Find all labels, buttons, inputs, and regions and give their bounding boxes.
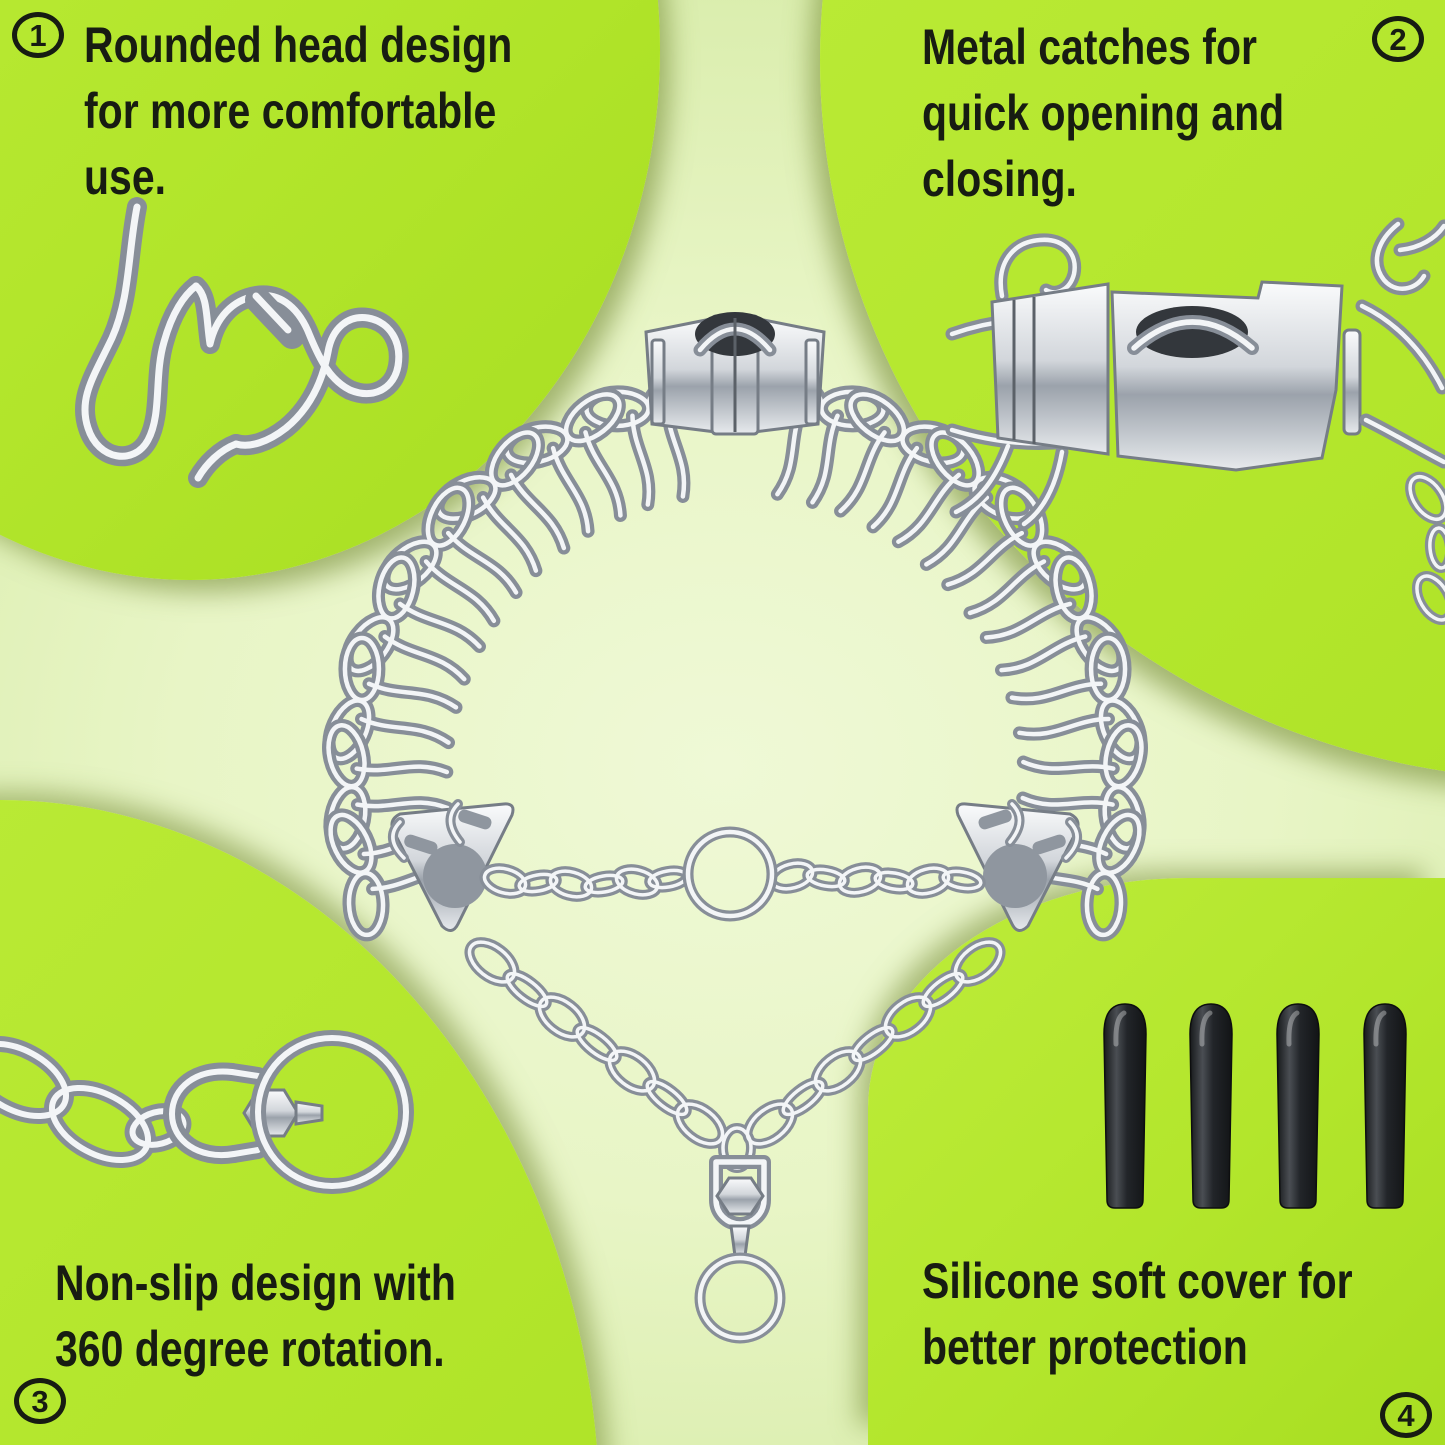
- callout-line: use.: [84, 149, 167, 205]
- callout-line: Silicone soft cover for: [922, 1253, 1353, 1309]
- callout-line: Rounded head design: [84, 17, 513, 73]
- prong-collar: [319, 312, 1150, 1344]
- callout-line: Non-slip design with: [55, 1255, 456, 1311]
- callout-non-slip: Non-slip design with 360 degree rotation…: [55, 1250, 456, 1382]
- callout-line: quick opening and: [922, 85, 1285, 141]
- circled-number-1: 1: [12, 12, 64, 58]
- number-label: 2: [1389, 21, 1407, 57]
- silicone-cap: [1364, 1004, 1406, 1208]
- silicone-cap: [1190, 1004, 1232, 1208]
- martingale-v-chain: [464, 937, 1006, 1173]
- prong-link-closeup: [85, 197, 399, 488]
- callout-metal-catches: Metal catches for quick opening and clos…: [922, 14, 1284, 212]
- callout-line: closing.: [922, 151, 1077, 207]
- circled-number-3: 3: [14, 1378, 66, 1424]
- martingale-plate-right: [957, 804, 1078, 931]
- callout-line: 360 degree rotation.: [55, 1321, 445, 1377]
- quick-release-buckle: [644, 312, 826, 436]
- metal-buckle-closeup: [945, 217, 1445, 626]
- number-label: 3: [31, 1383, 49, 1419]
- callout-line: Metal catches for: [922, 19, 1257, 75]
- silicone-cap: [1104, 1004, 1146, 1208]
- callout-rounded-head: Rounded head design for more comfortable…: [84, 12, 512, 210]
- callout-line: better protection: [922, 1319, 1248, 1375]
- callout-silicone-cover: Silicone soft cover for better protectio…: [922, 1248, 1353, 1380]
- circled-number-4: 4: [1380, 1392, 1432, 1438]
- silicone-cap: [1277, 1004, 1319, 1208]
- swivel-ring-closeup: [0, 1029, 414, 1194]
- swivel-and-o-ring: [694, 1155, 786, 1344]
- circled-number-2: 2: [1372, 16, 1424, 62]
- silicone-caps: [1104, 1004, 1406, 1208]
- number-label: 4: [1397, 1397, 1415, 1433]
- number-label: 1: [29, 17, 47, 53]
- callout-line: for more comfortable: [84, 83, 497, 139]
